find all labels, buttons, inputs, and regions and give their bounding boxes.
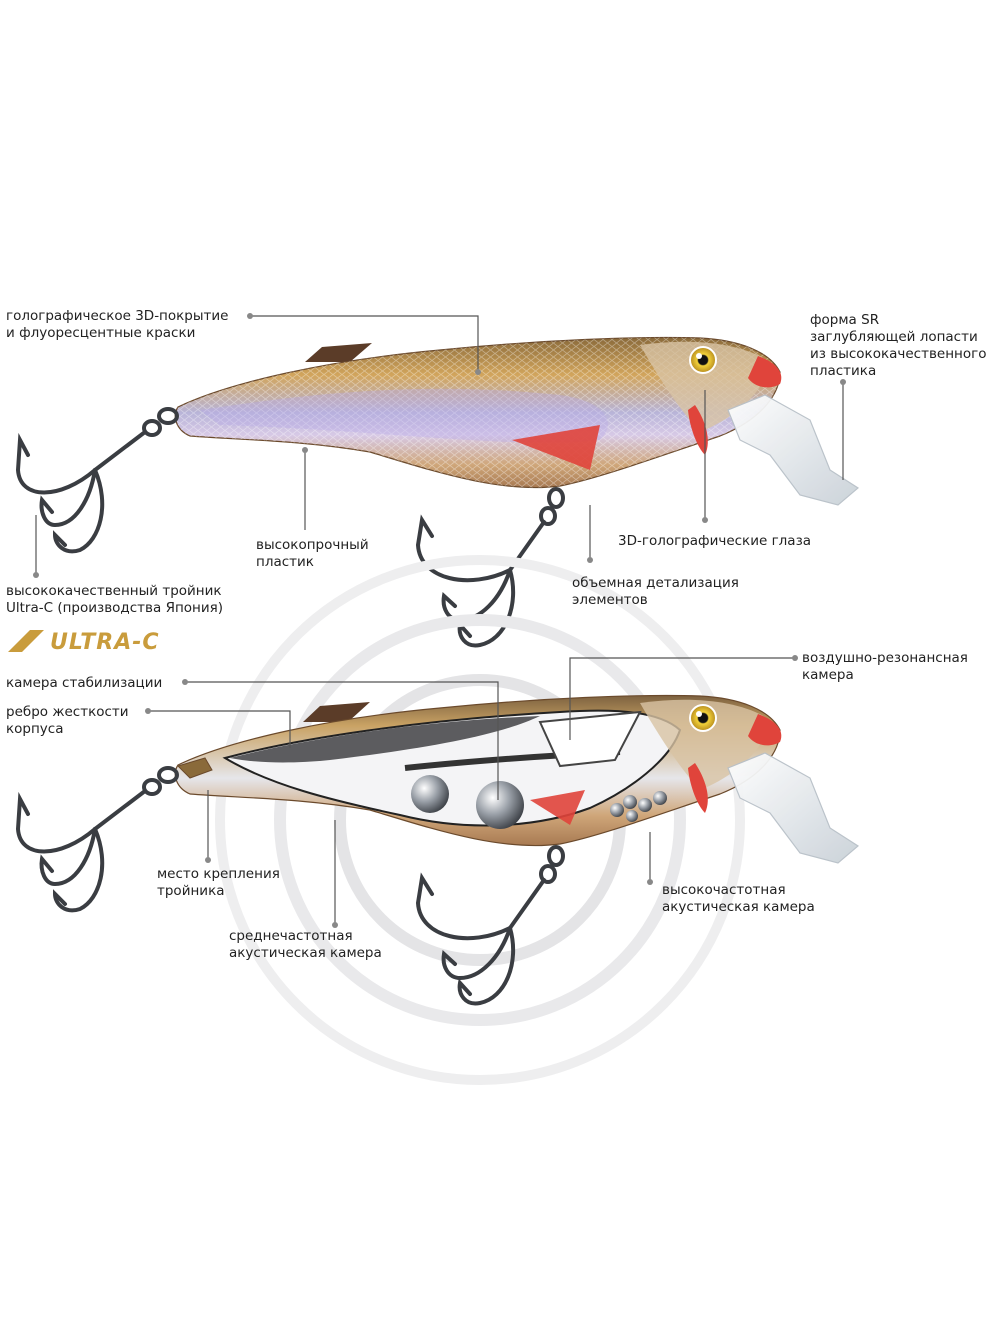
label-air-chamber: воздушно-резонансная камера bbox=[802, 650, 968, 683]
dorsal-fin bbox=[305, 343, 372, 362]
label-stab-chamber: камера стабилизации bbox=[6, 675, 163, 691]
label-eyes: 3D-голографические глаза bbox=[618, 533, 812, 549]
bottom-eye bbox=[689, 704, 717, 732]
label-detail: объемная детализация элементов bbox=[572, 575, 739, 608]
bottom-lure bbox=[15, 694, 860, 1006]
air-resonance-chamber bbox=[538, 710, 642, 768]
top-tail-hook bbox=[15, 407, 179, 554]
label-hook-mount: место крепления тройника bbox=[157, 866, 280, 899]
label-lip-form: форма SR заглубляющей лопасти из высокок… bbox=[810, 312, 987, 379]
top-diving-lip bbox=[727, 394, 860, 506]
leader-lines bbox=[33, 313, 846, 928]
top-eye bbox=[689, 346, 717, 374]
brand-logo-text: ULTRA-C bbox=[50, 630, 160, 655]
top-pectoral-fin bbox=[512, 425, 600, 470]
high-frequency-balls bbox=[610, 791, 667, 822]
bottom-tail-hook bbox=[15, 766, 179, 913]
bottom-belly-hook bbox=[415, 845, 565, 1006]
label-rib: ребро жесткости корпуса bbox=[6, 704, 129, 737]
stabilization-chamber bbox=[230, 716, 540, 763]
mid-frequency-balls bbox=[411, 775, 524, 829]
ultra-c-logo bbox=[8, 630, 44, 652]
label-treble-hook: высококачественный тройник Ultra-C (прои… bbox=[6, 583, 224, 616]
label-plastic: высокопрочный пластик bbox=[256, 537, 369, 570]
label-mf-chamber: среднечастотная акустическая камера bbox=[229, 928, 382, 961]
label-hf-chamber: высокочастотная акустическая камера bbox=[662, 882, 815, 915]
top-lure bbox=[15, 336, 860, 648]
label-holo-coating: голографическое 3D-покрытие и флуоресцен… bbox=[6, 308, 229, 341]
bottom-diving-lip bbox=[727, 752, 860, 864]
sound-waves bbox=[215, 555, 745, 1085]
top-mouth bbox=[748, 356, 782, 388]
